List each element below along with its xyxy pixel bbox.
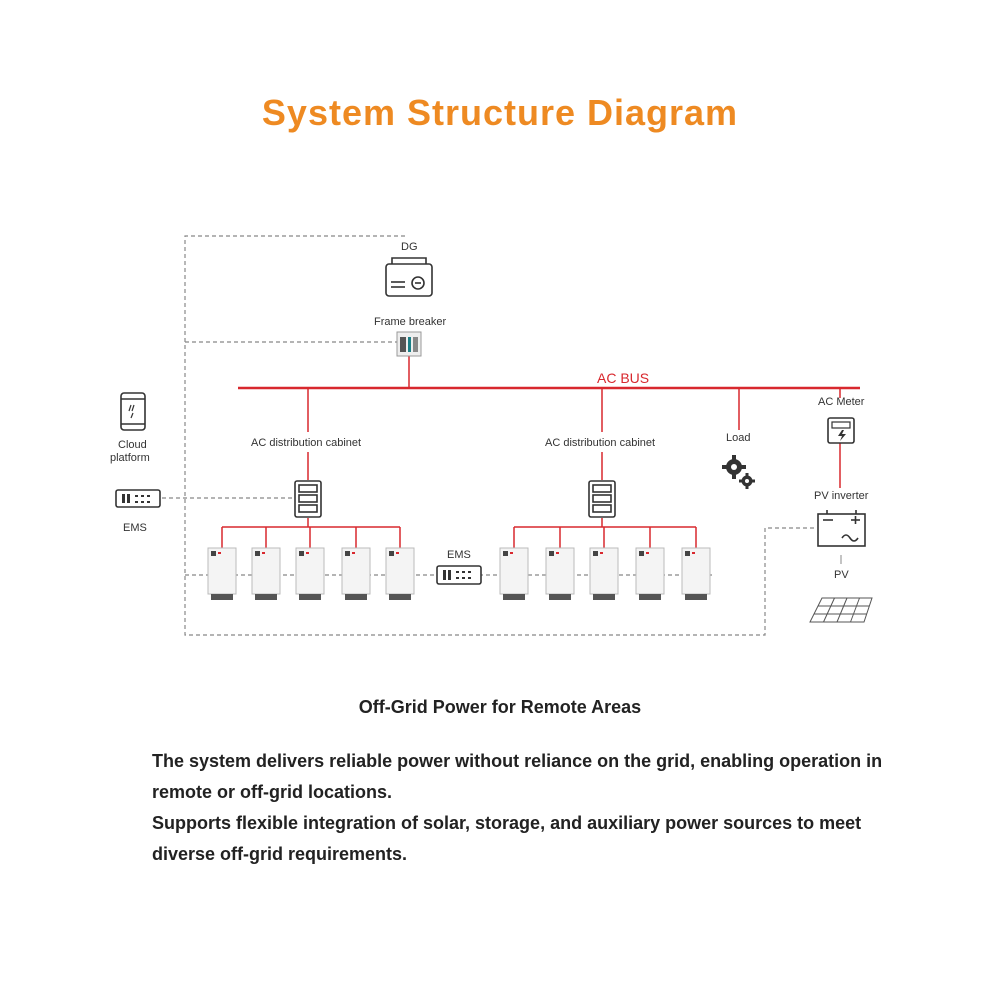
battery-cabinet-icon bbox=[681, 547, 711, 600]
power-lines bbox=[221, 356, 860, 548]
battery-cabinet-icon bbox=[295, 547, 325, 600]
pv-inverter-icon bbox=[817, 510, 866, 564]
ac-meter-label: AC Meter bbox=[818, 396, 865, 408]
ems-center-icon bbox=[436, 565, 482, 585]
battery-cabinets-left bbox=[207, 547, 415, 600]
ems-center-label: EMS bbox=[447, 549, 471, 561]
cloud-label-line2: platform bbox=[110, 452, 150, 464]
battery-cabinet-icon bbox=[207, 547, 237, 600]
battery-cabinet-icon bbox=[385, 547, 415, 600]
ac-cabinet-left-label: AC distribution cabinet bbox=[251, 437, 361, 449]
page-title: System Structure Diagram bbox=[261, 92, 739, 133]
description-text: The system delivers reliable power witho… bbox=[152, 746, 892, 870]
solar-panel-icon bbox=[809, 597, 873, 623]
ac-cabinet-left-icon bbox=[294, 480, 322, 518]
frame-breaker-label: Frame breaker bbox=[374, 316, 446, 328]
phone-icon bbox=[120, 392, 146, 431]
gears-icon bbox=[722, 455, 755, 489]
ac-cabinet-right-label: AC distribution cabinet bbox=[545, 437, 655, 449]
ems-left-label: EMS bbox=[123, 522, 147, 534]
description-paragraph-2: Supports flexible integration of solar, … bbox=[152, 813, 862, 864]
battery-cabinet-icon bbox=[341, 547, 371, 600]
diesel-generator-icon bbox=[385, 257, 433, 297]
description-paragraph-1: The system delivers reliable power witho… bbox=[152, 751, 883, 802]
frame-breaker-icon bbox=[396, 331, 422, 357]
battery-cabinet-icon bbox=[545, 547, 575, 600]
battery-cabinets-right bbox=[499, 547, 711, 600]
battery-cabinet-icon bbox=[635, 547, 665, 600]
system-structure-diagram: AC BUS DG Frame breaker Cloud platform E… bbox=[110, 235, 873, 636]
ac-cabinet-right-icon bbox=[588, 480, 616, 518]
battery-cabinet-icon bbox=[251, 547, 281, 600]
cloud-label-line1: Cloud bbox=[118, 439, 147, 451]
battery-cabinet-icon bbox=[499, 547, 529, 600]
pv-label: PV bbox=[834, 569, 849, 581]
ems-left-icon bbox=[115, 489, 161, 508]
ac-bus-label: AC BUS bbox=[597, 370, 649, 386]
load-label: Load bbox=[726, 432, 750, 444]
dg-comm-line bbox=[184, 235, 815, 636]
ac-meter-icon bbox=[827, 417, 855, 444]
dg-label: DG bbox=[401, 241, 418, 253]
section-subtitle: Off-Grid Power for Remote Areas bbox=[358, 697, 642, 717]
battery-cabinet-icon bbox=[589, 547, 619, 600]
pv-inverter-label: PV inverter bbox=[814, 490, 869, 502]
